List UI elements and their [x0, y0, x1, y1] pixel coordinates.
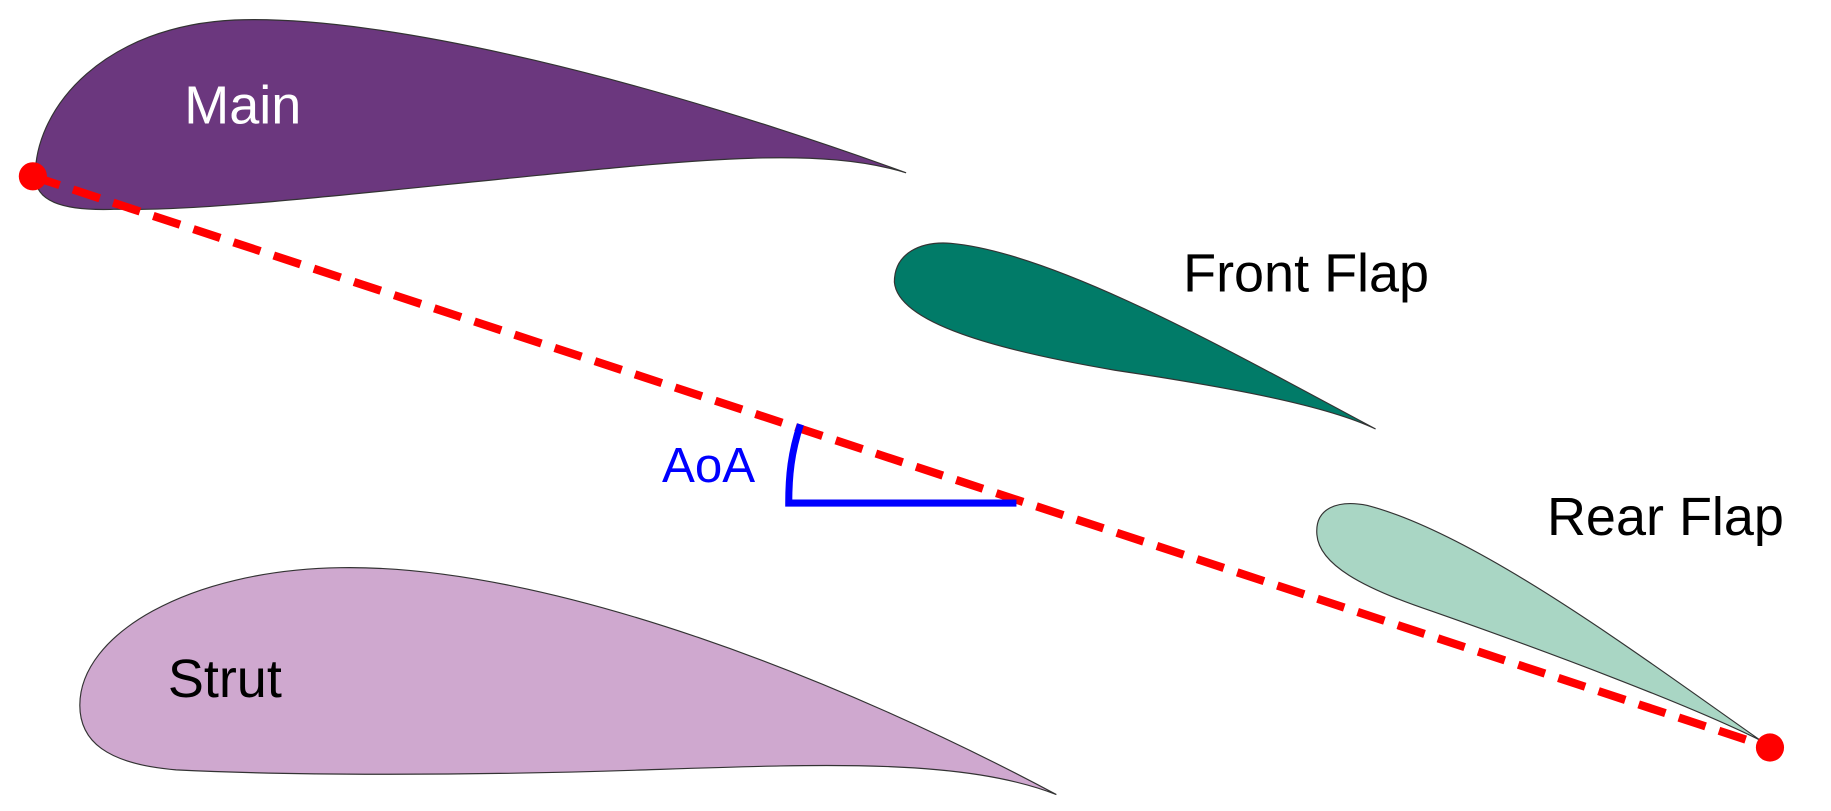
front-flap-label: Front Flap: [1183, 243, 1429, 303]
chord-line: [31, 172, 1772, 752]
strut-label: Strut: [168, 649, 282, 709]
rear-flap-label: Rear Flap: [1547, 487, 1784, 547]
trailing-edge-point: [1755, 733, 1785, 762]
main-airfoil: [34, 19, 907, 211]
front-flap-airfoil: [893, 242, 1376, 430]
aoa-angle-arc: [785, 423, 1017, 507]
main-label: Main: [184, 75, 301, 135]
leading-edge-point: [18, 162, 47, 191]
strut-airfoil: [79, 567, 1057, 796]
aoa-label: AoA: [662, 438, 755, 493]
